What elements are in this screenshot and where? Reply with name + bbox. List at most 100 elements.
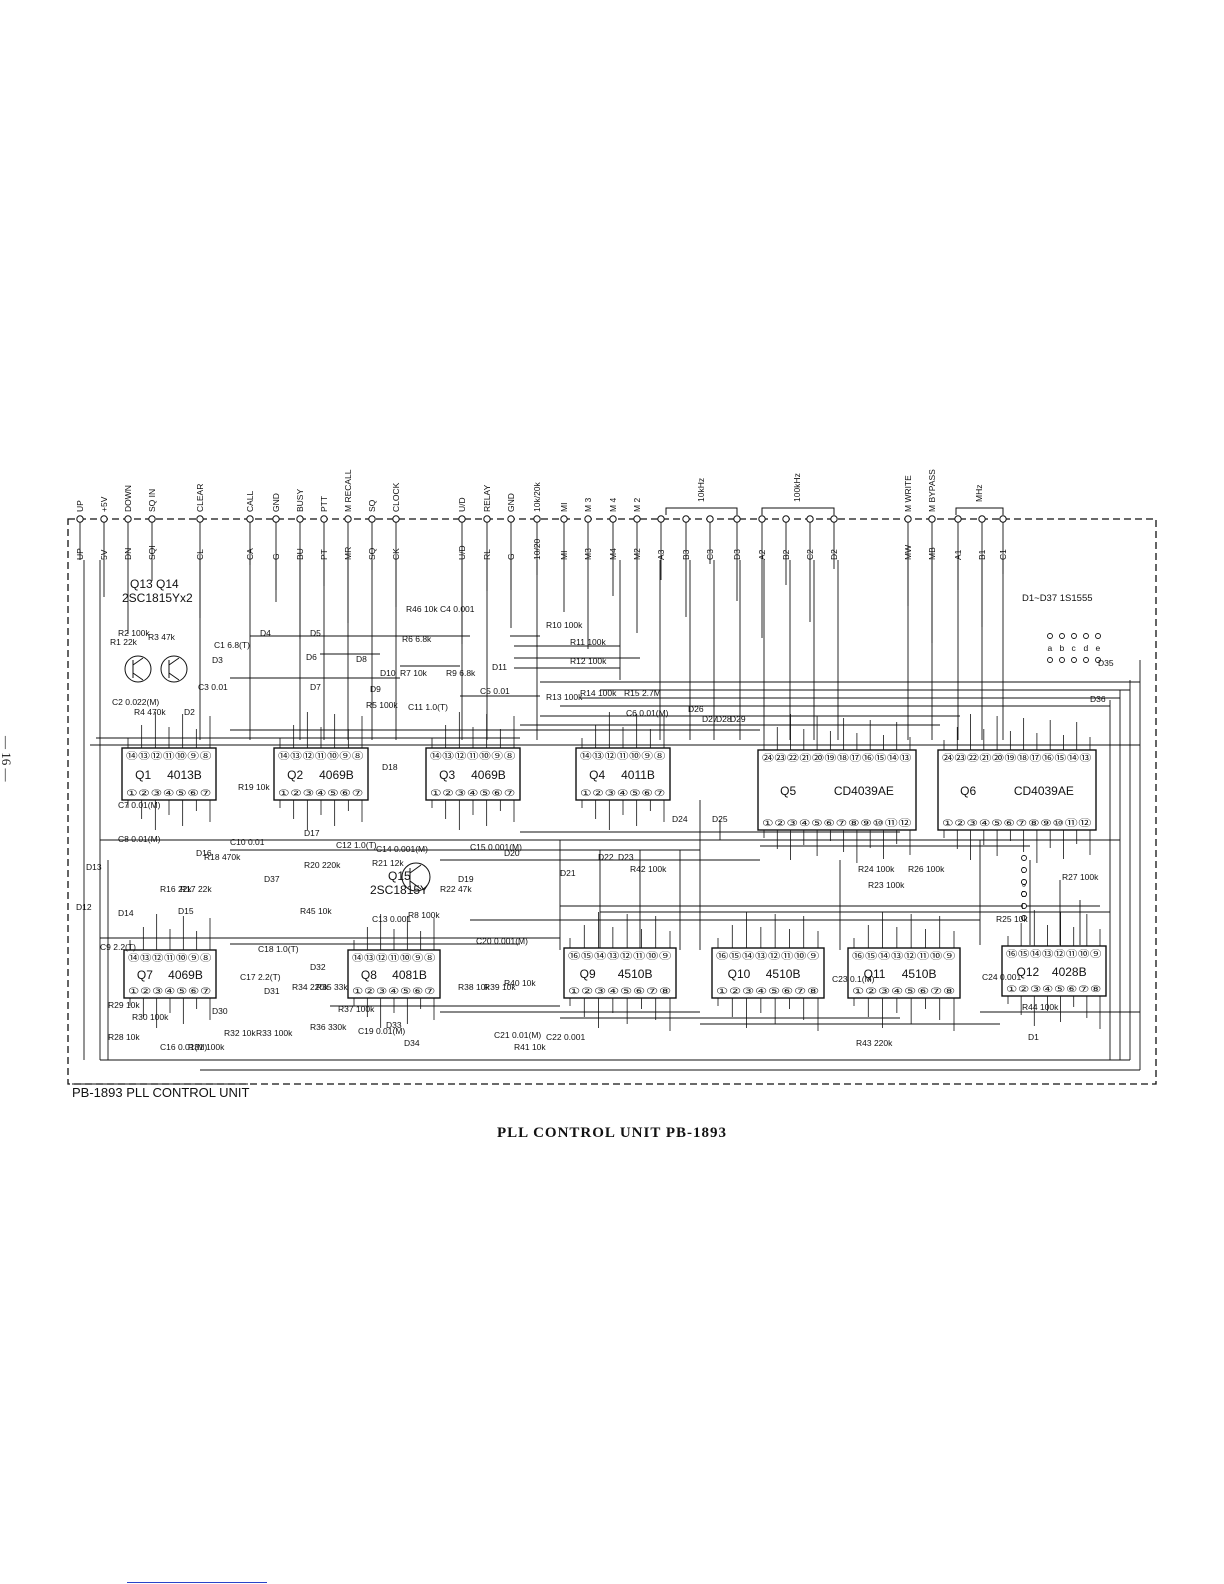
component-label: D13 [86, 862, 102, 872]
component-label: R15 2.7M [624, 688, 661, 698]
connector-pad [954, 515, 962, 523]
component-label: R18 470k [204, 852, 241, 862]
component-label: D9 [370, 684, 381, 694]
connector-pad [978, 515, 986, 523]
transistor-q15-symbol [401, 862, 431, 892]
ic-pins-bottom: ①②③④⑤⑥⑦ [430, 788, 516, 798]
component-label: D33 [386, 1020, 402, 1030]
component-label: C19 0.01(M) [358, 1026, 405, 1036]
component-label: C14 0.001(M) [376, 844, 428, 854]
ic-pins-top: ⑭⑬⑫⑪⑩⑨⑧ [278, 751, 364, 761]
wiring [79, 522, 1141, 1071]
connector-pad [806, 515, 814, 523]
connector-name: GND [271, 493, 281, 512]
component-label: D36 [1090, 694, 1106, 704]
component-label: R6 6.8k [402, 634, 432, 644]
group-label-mhz: MHz [974, 485, 984, 502]
ic-id: Q1 [135, 768, 151, 782]
connector-pad [272, 515, 280, 523]
component-label: R42 100k [630, 864, 667, 874]
component-label: R38 10k [458, 982, 490, 992]
connector-pad [100, 515, 108, 523]
q15-part: 2SC1815Y [370, 883, 428, 897]
component-label: R33 100k [256, 1028, 293, 1038]
component-label: R10 100k [546, 620, 583, 630]
component-label: D26 [688, 704, 704, 714]
connector-name: M WRITE [903, 475, 913, 512]
component-label: R28 10k [108, 1032, 140, 1042]
connector-pad [928, 515, 936, 523]
connector-name: 10k/20k [532, 481, 542, 512]
component-label: R23 100k [868, 880, 905, 890]
ic-pins-top: ⑭⑬⑫⑪⑩⑨⑧ [126, 751, 212, 761]
component-label: R29 10k [108, 1000, 140, 1010]
diode-matrix-label: i [1022, 901, 1024, 911]
component-label: D23 [618, 852, 634, 862]
diode-matrix-label: b [1060, 643, 1065, 653]
connector-pad [706, 515, 714, 523]
component-label: R12 100k [570, 656, 607, 666]
component-label: D25 [712, 814, 728, 824]
connector-name: UP [75, 500, 85, 512]
component-label: D32 [310, 962, 326, 972]
transistor-ids: Q13 Q14 [130, 577, 179, 591]
connector-pad [507, 515, 515, 523]
ic-pins-bottom: ①②③④⑤⑥⑦ [278, 788, 364, 798]
ic-id: Q12 [1017, 965, 1040, 979]
component-label: R31 100k [188, 1042, 225, 1052]
ic-pins-bottom: ①②③④⑤⑥⑦⑧⑨⑩⑪⑫ [942, 818, 1092, 828]
page-number: — 16 — [0, 736, 14, 782]
component-label: C13 0.001 [372, 914, 411, 924]
group-brackets [665, 507, 1004, 515]
component-label: D29 [730, 714, 746, 724]
ic-part: 4069B [319, 768, 354, 782]
component-label: D18 [382, 762, 398, 772]
ic-id: Q3 [439, 768, 455, 782]
ic-pins-top: ㉔㉓㉒㉑⑳⑲⑱⑰⑯⑮⑭⑬ [942, 753, 1092, 763]
ic-pins-bottom: ①②③④⑤⑥⑦⑧ [568, 986, 672, 996]
ic-pins-bottom: ①②③④⑤⑥⑦⑧ [852, 986, 956, 996]
component-label: R45 10k [300, 906, 332, 916]
component-label: D7 [310, 682, 321, 692]
connector-name: M RECALL [343, 469, 353, 512]
component-label: C8 0.01(M) [118, 834, 161, 844]
connector-pad [392, 515, 400, 523]
connector-pad [782, 515, 790, 523]
ic-part: 4028B [1052, 965, 1087, 979]
ic-id: Q7 [137, 968, 153, 982]
component-label: D1 [1028, 1032, 1039, 1042]
connector-pad [533, 515, 541, 523]
component-label: D21 [560, 868, 576, 878]
ic-pins-top: ⑭⑬⑫⑪⑩⑨⑧ [128, 953, 212, 963]
component-label: R13 100k [546, 692, 583, 702]
ic-pins-top: ⑭⑬⑫⑪⑩⑨⑧ [430, 751, 516, 761]
transistor-q13-symbol [124, 655, 188, 683]
ic-part: 4510B [766, 967, 801, 981]
component-label: C11 1.0(T) [408, 702, 448, 712]
component-label: R4 470k [134, 707, 166, 717]
component-label: C16 0.01(M) [160, 1042, 207, 1052]
component-label: C21 0.01(M) [494, 1030, 541, 1040]
connector-pad [733, 515, 741, 523]
ic-pins-bottom: ①②③④⑤⑥⑦ [126, 788, 212, 798]
component-label: R46 10k [406, 604, 438, 614]
connector-pad [368, 515, 376, 523]
connector-pad [196, 515, 204, 523]
ic-pins-top: ⑭⑬⑫⑪⑩⑨⑧ [352, 953, 436, 963]
component-label: R16 22k [160, 884, 192, 894]
connector-name: M BYPASS [927, 469, 937, 512]
component-label: C20 0.001(M) [476, 936, 528, 946]
ic-part: 4510B [618, 967, 653, 981]
component-label: C10 0.01 [230, 837, 265, 847]
component-label: D8 [356, 654, 367, 664]
diagram-caption: PLL CONTROL UNIT PB-1893 [496, 1125, 727, 1141]
ic-pins-top: ⑯⑮⑭⑬⑫⑪⑩⑨ [852, 951, 956, 961]
ic-pins-top: ⑭⑬⑫⑪⑩⑨⑧ [580, 751, 666, 761]
connector-name: PTT [319, 496, 329, 512]
